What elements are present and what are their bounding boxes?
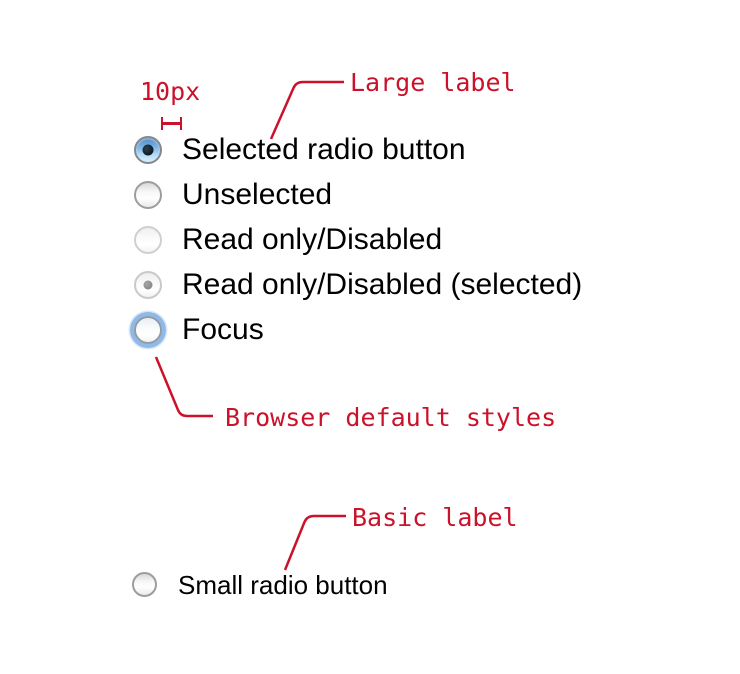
large-radio-group: Selected radio button Unselected Read on… [134, 127, 582, 352]
leader-line-browser-default [154, 356, 213, 418]
radio-row-disabled: Read only/Disabled [134, 217, 582, 262]
radio-row-unselected: Unselected [134, 172, 582, 217]
radio-row-focus: Focus [134, 307, 582, 352]
gap-measurement-mark [161, 117, 182, 130]
leader-line-basic-label [283, 514, 346, 571]
radio-label-small[interactable]: Small radio button [178, 569, 388, 600]
radio-row-disabled-selected: Read only/Disabled (selected) [134, 262, 582, 307]
radio-label-disabled-selected: Read only/Disabled (selected) [182, 267, 583, 301]
browser-default-styles-annotation: Browser default styles [225, 403, 557, 432]
radio-label-focus[interactable]: Focus [182, 312, 264, 346]
basic-label-annotation: Basic label [352, 503, 518, 532]
radio-label-unselected[interactable]: Unselected [182, 177, 333, 211]
small-radio-group: Small radio button [132, 569, 388, 600]
radio-unselected[interactable] [134, 180, 162, 209]
radio-selected[interactable] [134, 135, 162, 164]
radio-label-selected[interactable]: Selected radio button [182, 132, 466, 166]
radio-row-selected: Selected radio button [134, 127, 582, 172]
radio-disabled [134, 225, 162, 254]
radio-disabled-selected [134, 270, 162, 299]
large-label-annotation: Large label [350, 68, 516, 97]
gap-measurement-label: 10px [140, 77, 201, 106]
radio-label-disabled: Read only/Disabled [182, 222, 443, 256]
radio-small[interactable] [132, 572, 157, 597]
radio-focus[interactable] [134, 315, 162, 344]
